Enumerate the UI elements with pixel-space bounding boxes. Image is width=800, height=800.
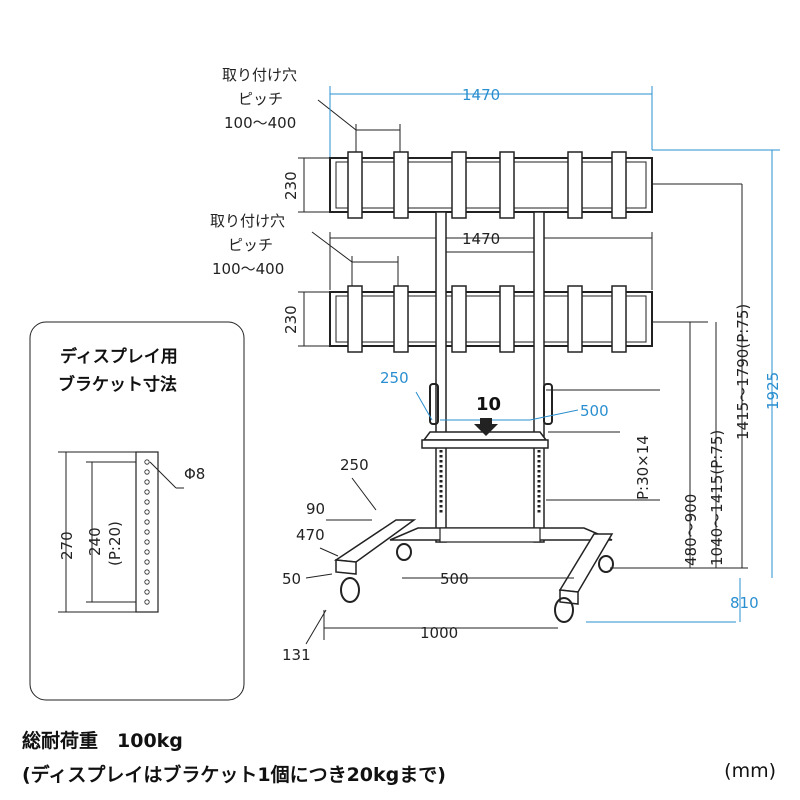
foot-length: 250	[340, 456, 369, 474]
bracket-hole	[144, 519, 150, 525]
bracket-hole	[144, 589, 150, 595]
bracket-hole	[144, 529, 150, 535]
bracket-hole	[144, 539, 150, 545]
shelf: 250 500 10 P:30×14	[380, 369, 660, 501]
total-load-text: 総耐荷重 100kg	[22, 730, 183, 752]
inset-title-line1: ディスプレイ用	[60, 346, 178, 367]
column-hole	[439, 490, 443, 493]
column-hole	[439, 475, 443, 478]
column-holes	[439, 440, 541, 513]
column-hole	[439, 465, 443, 468]
bracket-hole	[144, 569, 150, 575]
lower-pitch-label-2: ピッチ	[228, 236, 273, 254]
column-hole	[439, 450, 443, 453]
upper-width: 1470	[462, 86, 500, 104]
unit-label: (mm)	[724, 760, 776, 782]
lower-mount-height: 1040～1415(P:75)	[708, 430, 726, 566]
total-height: 1925	[764, 372, 782, 410]
column-hole	[537, 475, 541, 478]
shelf-load: 10	[476, 394, 501, 415]
bracket-hole	[144, 579, 150, 585]
stand-column	[429, 211, 553, 543]
column-hole	[537, 470, 541, 473]
lower-width: 1470	[462, 230, 500, 248]
shelf-pitch-steps: P:30×14	[634, 435, 652, 500]
lower-height: 230	[282, 305, 300, 334]
load-arrow-icon	[474, 418, 498, 436]
upper-pitch-label-2: ピッチ	[238, 90, 283, 108]
inset-title-line2: ブラケット寸法	[58, 374, 177, 395]
bracket-pitch-length: 240	[86, 527, 104, 556]
foot-width: 90	[306, 500, 325, 518]
column-hole	[439, 510, 443, 513]
bracket-inset: ディスプレイ用 ブラケット寸法 Φ8 270 240 (P:20)	[29, 321, 245, 701]
upper-height: 230	[282, 171, 300, 200]
upper-mount: 取り付け穴 ピッチ 100～400 1470 230	[222, 66, 742, 219]
caster-offset: 131	[282, 646, 311, 664]
column-hole	[537, 500, 541, 503]
bracket-hole-size: Φ8	[184, 465, 205, 483]
column-hole	[439, 485, 443, 488]
column-hole	[537, 490, 541, 493]
shelf-width: 500	[580, 402, 609, 420]
column-hole	[537, 505, 541, 508]
bracket-hole	[144, 559, 150, 565]
column-hole	[537, 480, 541, 483]
upper-mount-height: 1415～1790(P:75)	[734, 304, 752, 440]
column-hole	[439, 500, 443, 503]
column-hole	[439, 470, 443, 473]
column-hole	[439, 505, 443, 508]
bracket-length: 270	[58, 531, 76, 560]
bracket-hole	[144, 509, 150, 515]
bracket-hole	[144, 489, 150, 495]
foot-depth: 470	[296, 526, 325, 544]
upper-pitch-label-1: 取り付け穴	[222, 66, 297, 84]
foot-height: 50	[282, 570, 301, 588]
lower-pitch-range: 100～400	[212, 260, 284, 278]
column-hole	[537, 485, 541, 488]
column-hole	[439, 480, 443, 483]
bracket-hole	[144, 469, 150, 475]
column-hole	[537, 460, 541, 463]
bracket-hole	[144, 549, 150, 555]
upper-pitch-range: 100～400	[224, 114, 296, 132]
bracket-pitch: (P:20)	[106, 521, 124, 566]
bracket-hole	[144, 459, 150, 465]
lower-pitch-label-1: 取り付け穴	[210, 212, 285, 230]
bracket-hole	[144, 599, 150, 605]
shelf-height: 480～900	[682, 494, 700, 566]
column-hole	[537, 465, 541, 468]
shelf-depth: 250	[380, 369, 409, 387]
column-hole	[439, 455, 443, 458]
column-hole	[439, 495, 443, 498]
column-hole	[537, 450, 541, 453]
bracket-hole	[144, 479, 150, 485]
bracket-hole	[144, 499, 150, 505]
column-hole	[537, 495, 541, 498]
column-hole	[439, 460, 443, 463]
stand-base: 90 250 470 50 500 1000 810 131	[282, 456, 759, 664]
column-hole	[537, 510, 541, 513]
column-hole	[537, 455, 541, 458]
inner-width: 500	[440, 570, 469, 588]
overall-width: 1000	[420, 624, 458, 642]
bracket-load-note: (ディスプレイはブラケット1個につき20kgまで)	[22, 764, 446, 786]
lower-mount: 取り付け穴 ピッチ 100～400 1470 230	[210, 212, 708, 353]
height-dimensions: 480～900 1040～1415(P:75) 1415～1790(P:75) …	[610, 149, 782, 578]
bracket-holes	[144, 459, 150, 605]
base-depth: 810	[730, 594, 759, 612]
